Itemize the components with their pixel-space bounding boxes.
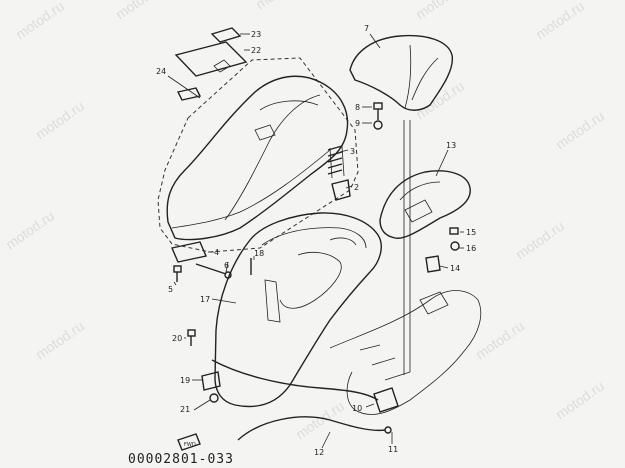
- seat-pad[interactable]: [176, 87, 202, 101]
- rear-seat[interactable]: [349, 34, 454, 111]
- watermark-text: motod.ru: [513, 218, 567, 263]
- watermark-text: motod.ru: [413, 0, 467, 22]
- washer-9[interactable]: [373, 120, 383, 130]
- watermark-text: motod.ru: [3, 208, 57, 253]
- bolt-5[interactable]: [173, 265, 182, 282]
- watermark-text: motod.ru: [473, 318, 527, 363]
- bolt-15[interactable]: [449, 227, 459, 235]
- watermark-text: motod.ru: [293, 398, 347, 443]
- nut-16[interactable]: [450, 241, 460, 251]
- callout-19: 19: [180, 376, 190, 385]
- callout-12: 12: [314, 448, 324, 457]
- callout-2: 2: [354, 183, 359, 192]
- damper[interactable]: [331, 179, 351, 201]
- callout-10: 10: [352, 404, 362, 413]
- watermark-text: motod.ru: [533, 0, 587, 42]
- watermark-text: motod.ru: [13, 0, 67, 42]
- seat-assembly-outline: [157, 57, 359, 253]
- callout-9: 9: [355, 119, 360, 128]
- screw-20[interactable]: [187, 329, 196, 346]
- callout-23: 23: [251, 30, 261, 39]
- callout-13: 13: [446, 141, 456, 150]
- watermark-text: motod.ru: [33, 318, 87, 363]
- bracket-19[interactable]: [201, 371, 221, 391]
- seat[interactable]: [166, 75, 349, 241]
- callout-24: 24: [156, 67, 166, 76]
- callout-14: 14: [450, 264, 460, 273]
- fwd-label: FWD: [184, 442, 196, 448]
- callout-22: 22: [251, 46, 261, 55]
- hinge-bracket[interactable]: [171, 241, 207, 263]
- watermark-text: motod.ru: [553, 108, 607, 153]
- bolt-8[interactable]: [373, 102, 383, 120]
- frame: [329, 290, 482, 415]
- callout-21: 21: [180, 405, 190, 414]
- watermark-text: motod.ru: [113, 0, 167, 22]
- fwd-marker: FWD: [177, 433, 201, 451]
- callout-15: 15: [466, 228, 476, 237]
- drawing-code: 00002801-033: [128, 452, 234, 467]
- callout-5: 5: [168, 285, 173, 294]
- seat-lock-cable[interactable]: [211, 359, 379, 401]
- callout-8: 8: [355, 103, 360, 112]
- seat-clip[interactable]: [210, 27, 242, 43]
- nut-21[interactable]: [209, 393, 219, 403]
- helmet-box[interactable]: [214, 212, 382, 408]
- callout-20: 20: [172, 334, 182, 343]
- callout-3: 3: [350, 147, 355, 156]
- watermark-layer: motod.ru motod.ru motod.ru motod.ru motod.ru…: [3, 0, 607, 442]
- callout-7: 7: [364, 24, 369, 33]
- seat-lock[interactable]: [373, 387, 399, 413]
- watermark-text: motod.ru: [253, 0, 307, 12]
- lock-cable-end[interactable]: [237, 416, 392, 441]
- callout-16: 16: [466, 244, 476, 253]
- callout-17: 17: [200, 295, 210, 304]
- leader-lines: [167, 33, 464, 449]
- watermark-text: motod.ru: [33, 98, 87, 143]
- watermark-text: motod.ru: [413, 78, 467, 123]
- seat-cover-plate[interactable]: [174, 41, 248, 77]
- callout-4: 4: [214, 248, 219, 257]
- callout-11: 11: [388, 445, 398, 454]
- grommet[interactable]: [425, 255, 441, 273]
- callout-6: 6: [224, 261, 229, 270]
- callouts: 23 22 24 7 8 9 3 2 13 15 16 14 4 5 6 17 …: [156, 24, 476, 457]
- watermark-text: motod.ru: [553, 378, 607, 423]
- spring[interactable]: [327, 145, 345, 179]
- callout-18: 18: [254, 249, 264, 258]
